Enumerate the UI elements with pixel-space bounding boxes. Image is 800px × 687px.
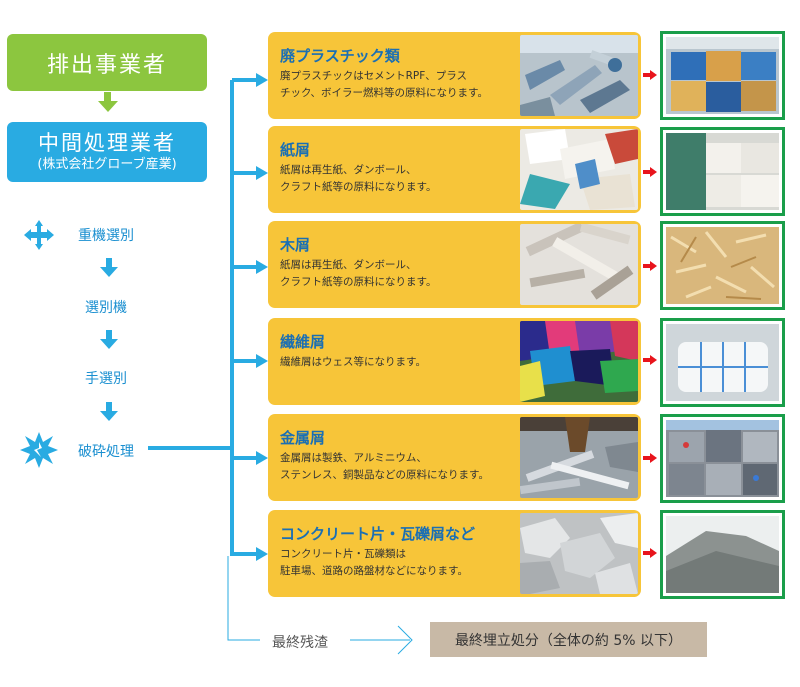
material-title: 木屑: [280, 236, 311, 254]
step-crushing: 破砕処理: [78, 444, 134, 460]
metal-photo: [520, 417, 638, 498]
material-desc: 紙屑は再生紙、ダンボール、クラフト紙等の原料になります。: [280, 259, 437, 288]
intermediary-name: 中間処理業者: [38, 131, 176, 155]
material-desc: コンクリート片・瓦礫類は駐車場、道路の路盤材などになります。: [280, 548, 468, 577]
plastic-photo: [520, 35, 638, 116]
material-desc: 廃プラスチックはセメントRPF、プラスチック、ボイラー燃料等の原料になります。: [280, 70, 489, 99]
result-crushed-aggregate: [660, 510, 785, 599]
heavy-machine-icon: [24, 220, 54, 250]
material-card-paper: 紙屑 紙屑は再生紙、ダンボール、クラフト紙等の原料になります。: [268, 126, 641, 213]
residue-label: 最終残渣: [272, 635, 328, 651]
intermediary-company: (株式会社グローブ産業): [37, 157, 177, 172]
final-disposal-box: 最終埋立処分（全体の約 5% 以下）: [430, 622, 707, 657]
material-card-concrete: コンクリート片・瓦礫屑など コンクリート片・瓦礫類は駐車場、道路の路盤材などにな…: [268, 510, 641, 597]
step-hand-sort: 手選別: [85, 371, 127, 387]
material-card-fiber: 繊維屑 繊維屑はウェス等になります。: [268, 318, 641, 405]
material-title: コンクリート片・瓦礫屑など: [280, 525, 476, 543]
wood-photo: [520, 224, 638, 305]
result-metal-bales: [660, 414, 785, 503]
paper-photo: [520, 129, 638, 210]
material-desc: 紙屑は再生紙、ダンボール、クラフト紙等の原料になります。: [280, 164, 437, 193]
result-plastic-bales: [660, 31, 785, 120]
step-heavy-machine-sort: 重機選別: [78, 228, 134, 244]
material-title: 紙屑: [280, 141, 311, 159]
result-paper-bales: [660, 127, 785, 216]
material-card-plastic: 廃プラスチック類 廃プラスチックはセメントRPF、プラスチック、ボイラー燃料等の…: [268, 32, 641, 119]
material-title: 繊維屑: [280, 333, 326, 351]
result-wood-chips: [660, 221, 785, 310]
material-desc: 金属屑は製鉄、アルミニウム、ステンレス、銅製品などの原料になります。: [280, 452, 489, 481]
fiber-photo: [520, 321, 638, 402]
source-box: 排出事業者: [7, 34, 207, 91]
source-label: 排出事業者: [46, 52, 167, 78]
intermediary-box: 中間処理業者 (株式会社グローブ産業): [7, 122, 207, 182]
material-card-metal: 金属屑 金属屑は製鉄、アルミニウム、ステンレス、銅製品などの原料になります。: [268, 414, 641, 501]
crush-icon: [20, 432, 58, 468]
material-desc: 繊維屑はウェス等になります。: [280, 356, 426, 368]
step-sorting-machine: 選別機: [85, 300, 127, 316]
final-disposal-label: 最終埋立処分（全体の約 5% 以下）: [454, 632, 683, 649]
material-title: 金属屑: [280, 429, 326, 447]
material-title: 廃プラスチック類: [280, 47, 400, 65]
concrete-photo: [520, 513, 638, 594]
result-fiber-bales: [660, 318, 785, 407]
material-card-wood: 木屑 紙屑は再生紙、ダンボール、クラフト紙等の原料になります。: [268, 221, 641, 308]
